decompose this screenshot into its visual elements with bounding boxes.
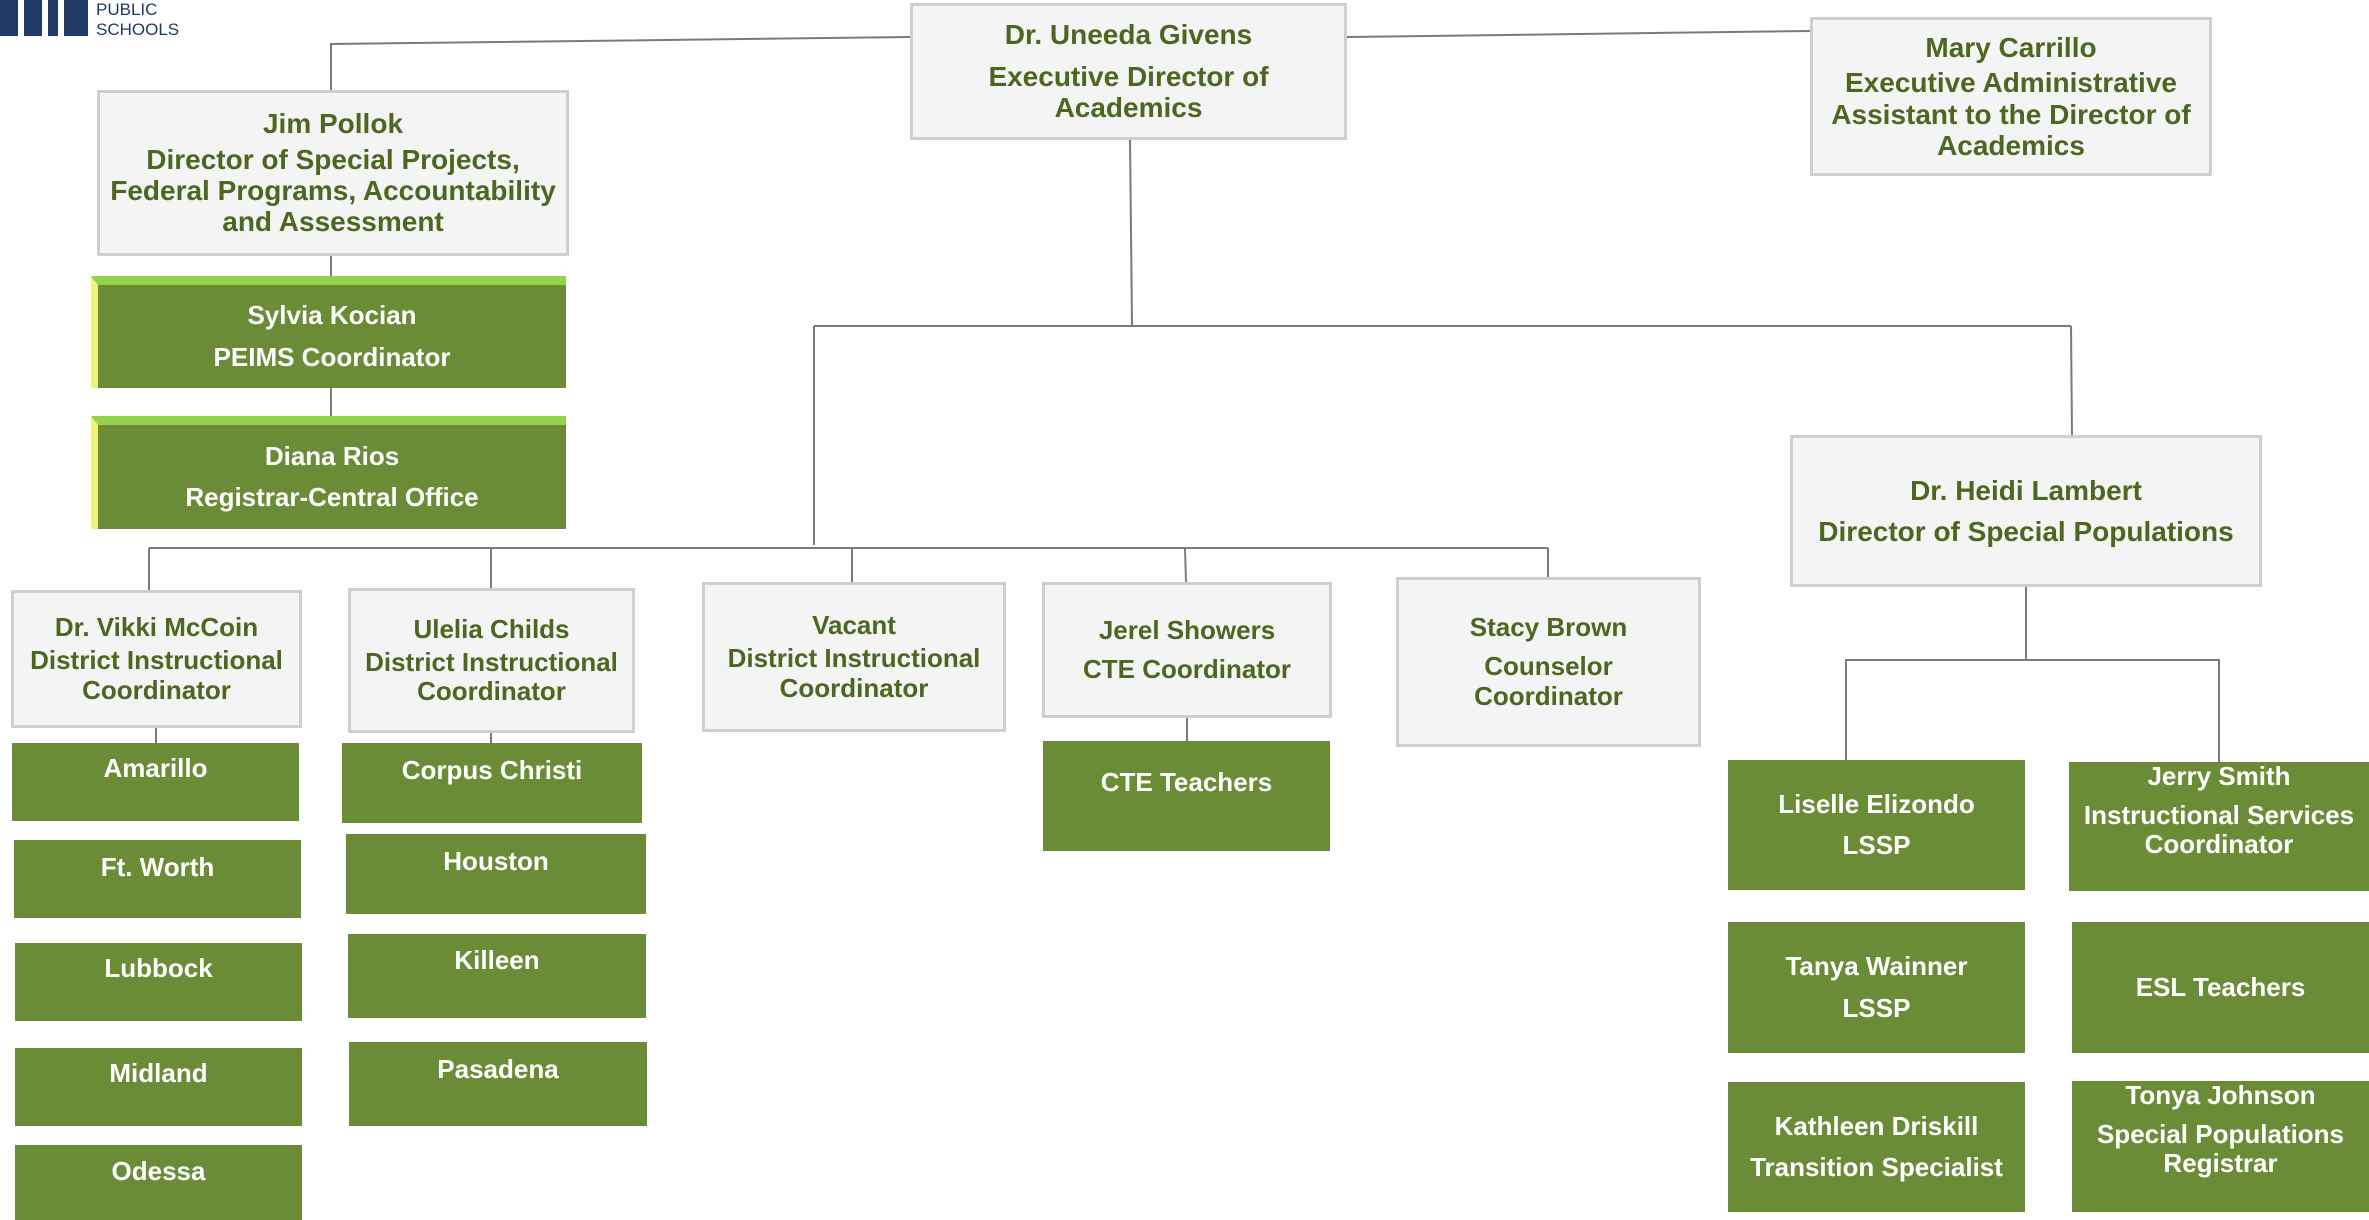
staff-title: Instructional Services Coordinator <box>2083 800 2355 860</box>
special-populations-director-box: Dr. Heidi Lambert Director of Special Po… <box>1790 435 2262 587</box>
campus-box: Lubbock <box>15 943 302 1021</box>
special-pop-staff-box: Liselle Elizondo LSSP <box>1728 760 2025 890</box>
staff-name: Jerry Smith <box>2147 761 2291 791</box>
cte-teachers-box: CTE Teachers <box>1043 741 1330 851</box>
executive-director-title: Executive Director of Academics <box>988 60 1269 124</box>
special-pop-staff-box: Tonya Johnson Special Populations Regist… <box>2072 1080 2369 1212</box>
campus-label: Lubbock <box>104 953 213 983</box>
staff-name: Sylvia Kocian <box>247 300 417 331</box>
campus-box: Amarillo <box>12 743 299 821</box>
staff-name: ESL Teachers <box>2135 971 2306 1002</box>
assistant-title: Executive Administrative Assistant to th… <box>1831 67 2191 161</box>
staff-title: Registrar-Central Office <box>185 482 479 512</box>
executive-director-name: Dr. Uneeda Givens <box>1004 19 1253 51</box>
campus-box: Corpus Christi <box>342 743 642 823</box>
campus-label: Ft. Worth <box>100 852 215 882</box>
cte-teachers-label: CTE Teachers <box>1100 767 1273 797</box>
campus-label: Midland <box>109 1058 208 1088</box>
coordinator-name: Stacy Brown <box>1469 612 1628 643</box>
special-pop-staff-box: ESL Teachers <box>2072 922 2369 1053</box>
connector-to-lambert <box>2070 325 2073 436</box>
special-pop-staff-box: Tanya Wainner LSSP <box>1728 922 2025 1053</box>
campus-box: Ft. Worth <box>14 840 301 918</box>
district-logo-mark <box>0 0 88 36</box>
coordinator-title: District Instructional Coordinator <box>727 643 981 703</box>
connector-executive-down <box>1129 137 1133 327</box>
special-populations-director-title: Director of Special Populations <box>1818 516 2234 547</box>
logo-line-1: PUBLIC <box>96 0 158 19</box>
coordinator-title: District Instructional Coordinator <box>30 645 283 705</box>
coordinator-title: CTE Coordinator <box>1083 654 1291 684</box>
campus-label: Pasadena <box>437 1054 559 1084</box>
special-pop-staff-box: Kathleen Driskill Transition Specialist <box>1728 1082 2025 1212</box>
campus-label: Odessa <box>111 1156 206 1186</box>
coordinator-name: Jerel Showers <box>1098 614 1276 645</box>
special-projects-director-name: Jim Pollok <box>262 108 404 140</box>
executive-director-box: Dr. Uneeda Givens Executive Director of … <box>910 3 1347 140</box>
staff-box-rios: Diana Rios Registrar-Central Office <box>91 416 566 529</box>
coordinator-title: Counselor Coordinator <box>1474 651 1623 711</box>
connector-lambert-branch <box>1845 659 2220 762</box>
campus-box: Pasadena <box>349 1042 647 1126</box>
connector-executive-to-assistant <box>1346 30 1811 38</box>
staff-name: Tanya Wainner <box>1785 951 1968 982</box>
campus-box: Houston <box>346 834 646 914</box>
coordinator-box-childs: Ulelia Childs District Instructional Coo… <box>348 588 635 733</box>
staff-title: PEIMS Coordinator <box>213 341 451 372</box>
logo-line-2: SCHOOLS <box>96 20 180 39</box>
connector-executive-to-pollok <box>330 36 911 92</box>
coordinator-box-vacant: Vacant District Instructional Coordinato… <box>702 582 1006 732</box>
staff-name: Tonya Johnson <box>2125 1080 2316 1110</box>
district-logo: PUBLIC SCHOOLS <box>0 0 190 42</box>
coordinator-name: Dr. Vikki McCoin <box>54 612 259 643</box>
special-pop-staff-box: Jerry Smith Instructional Services Coord… <box>2069 761 2369 891</box>
special-projects-director-title: Director of Special Projects, Federal Pr… <box>110 143 556 238</box>
staff-name: Kathleen Driskill <box>1774 1110 1979 1141</box>
assistant-name: Mary Carrillo <box>1925 31 2097 63</box>
campus-label: Killeen <box>454 945 540 975</box>
coordinator-box-brown: Stacy Brown Counselor Coordinator <box>1396 577 1701 747</box>
coordinator-name: Ulelia Childs <box>413 613 570 644</box>
campus-box: Odessa <box>15 1145 302 1220</box>
coordinator-title: District Instructional Coordinator <box>365 646 618 707</box>
coordinator-box-showers: Jerel Showers CTE Coordinator <box>1042 582 1332 718</box>
coordinator-box-mccoin: Dr. Vikki McCoin District Instructional … <box>11 590 302 728</box>
staff-title: LSSP <box>1842 992 1911 1023</box>
campus-label: Houston <box>443 846 549 876</box>
connector-to-showers <box>1184 547 1187 583</box>
staff-name: Diana Rios <box>264 440 400 471</box>
campus-label: Amarillo <box>103 753 208 783</box>
staff-title: LSSP <box>1842 830 1911 860</box>
staff-box-kocian: Sylvia Kocian PEIMS Coordinator <box>91 276 566 388</box>
coordinator-name: Vacant <box>812 610 896 641</box>
campus-box: Midland <box>15 1048 302 1126</box>
special-populations-director-name: Dr. Heidi Lambert <box>1910 474 2142 506</box>
special-projects-director-box: Jim Pollok Director of Special Projects,… <box>97 90 569 256</box>
staff-name: Liselle Elizondo <box>1778 788 1975 819</box>
staff-title: Transition Specialist <box>1750 1152 2003 1182</box>
staff-title: Special Populations Registrar <box>2096 1119 2345 1179</box>
assistant-box: Mary Carrillo Executive Administrative A… <box>1810 17 2212 176</box>
campus-box: Killeen <box>348 934 646 1018</box>
campus-label: Corpus Christi <box>401 755 583 785</box>
